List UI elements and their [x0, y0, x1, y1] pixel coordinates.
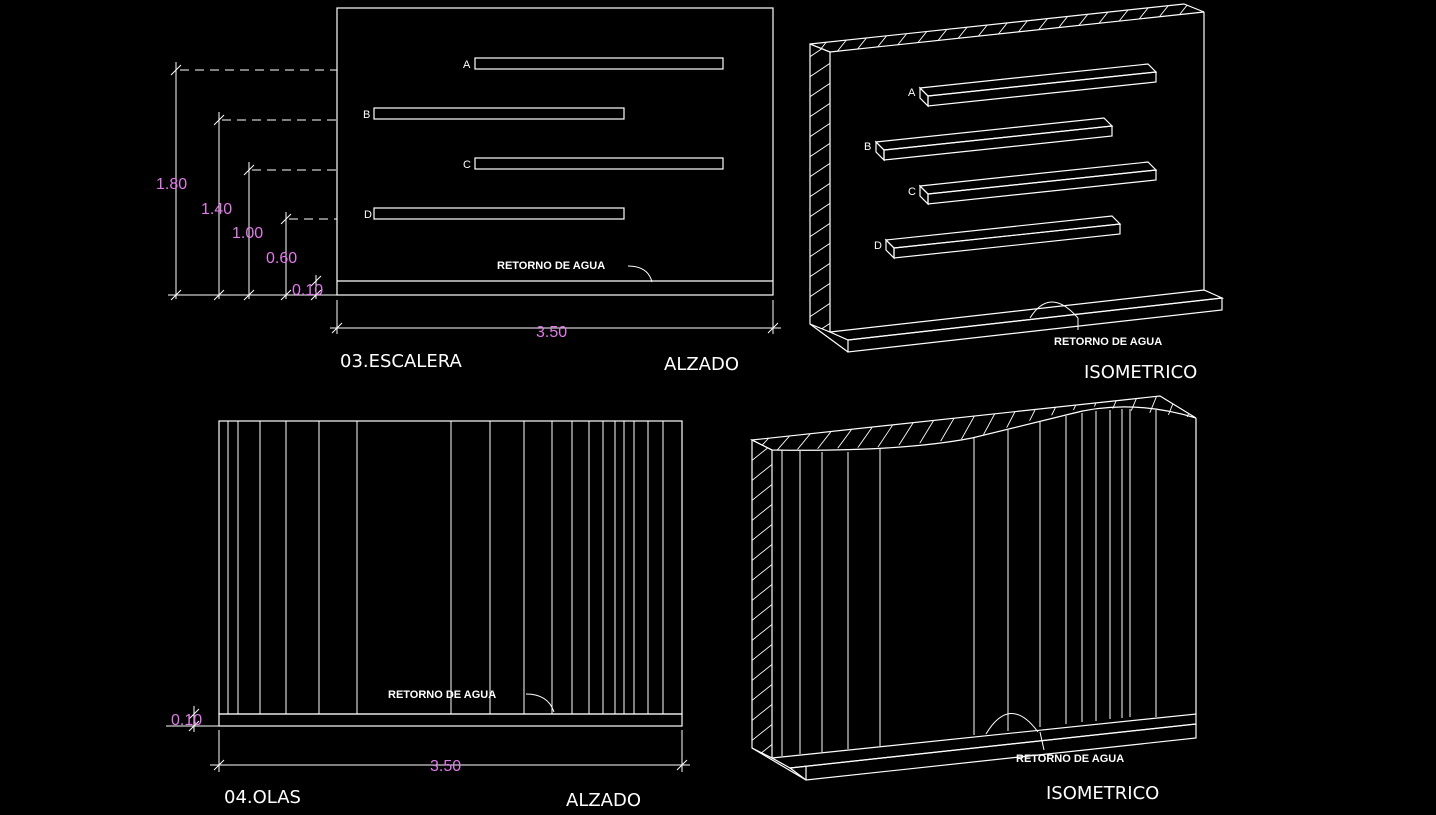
olas-iso-base-front	[788, 723, 1197, 781]
olas-base	[218, 713, 683, 727]
olas-iso-wave-lines	[781, 409, 1157, 756]
alzado-panel	[336, 7, 774, 296]
escalera-alzado: A B C D 1.80 1.40 1.00 0.60	[156, 7, 781, 375]
olas-iso-retorno-arc	[985, 713, 1039, 735]
step-b	[373, 107, 625, 120]
escalera-iso-label: ISOMETRICO	[1084, 362, 1197, 383]
dim-text-100: 1.00	[232, 225, 263, 242]
retorno-leader	[627, 265, 653, 283]
olas-wave-lines	[227, 421, 664, 714]
olas-retorno-leader	[525, 693, 555, 713]
step-c	[474, 157, 724, 170]
dim-ticks	[170, 64, 322, 301]
iso-wall-side	[809, 43, 831, 333]
iso-step-c	[918, 161, 1158, 206]
iso-label-c: C	[908, 186, 916, 198]
iso-step-d	[884, 215, 1122, 260]
olas-title: 04.OLAS	[224, 787, 301, 808]
iso-label-d: D	[874, 240, 882, 252]
olas-retorno-label: RETORNO DE AGUA	[388, 689, 496, 701]
olas-alzado: 0.10 3.50 RETORNO DE AGUA 04.OLAS ALZADO	[166, 420, 690, 811]
iso-base-front	[847, 297, 1223, 353]
iso-step-b	[874, 117, 1114, 162]
iso-retorno-arc	[1029, 301, 1079, 319]
step-label-b: B	[363, 109, 370, 121]
dim-text-010: 0.10	[292, 282, 323, 299]
dim-text-060: 0.60	[266, 250, 297, 267]
step-a	[474, 57, 724, 70]
olas-dim-base-text: 0.10	[171, 712, 202, 729]
escalera-title: 03.ESCALERA	[340, 351, 462, 372]
step-label-c: C	[463, 159, 471, 171]
dim-text-180: 1.80	[156, 176, 187, 193]
olas-iso-retorno-label: RETORNO DE AGUA	[1016, 753, 1124, 765]
olas-isometrico: RETORNO DE AGUA ISOMETRICO	[749, 395, 1197, 804]
iso-label-a: A	[908, 87, 916, 99]
dim-text-140: 1.40	[201, 201, 232, 218]
iso-label-b: B	[864, 141, 871, 153]
olas-iso-label: ISOMETRICO	[1046, 783, 1159, 804]
step-label-d: D	[364, 209, 372, 221]
retorno-label: RETORNO DE AGUA	[497, 260, 605, 272]
olas-iso-side	[751, 439, 773, 759]
iso-wall-hatch	[810, 44, 830, 332]
iso-retorno-label: RETORNO DE AGUA	[1054, 336, 1162, 348]
step-d	[373, 207, 625, 220]
escalera-isometrico: A B C D RETORNO DE AGUA ISOMETRICO	[809, 3, 1225, 383]
olas-iso-top	[749, 395, 1197, 451]
olas-dim-width-text: 3.50	[430, 758, 461, 775]
iso-step-a	[918, 63, 1158, 108]
escalera-alzado-label: ALZADO	[664, 354, 739, 375]
olas-iso-base-top	[770, 713, 1197, 769]
step-label-a: A	[463, 59, 471, 71]
olas-alzado-label: ALZADO	[566, 790, 641, 811]
dim-width-text: 3.50	[536, 324, 567, 341]
